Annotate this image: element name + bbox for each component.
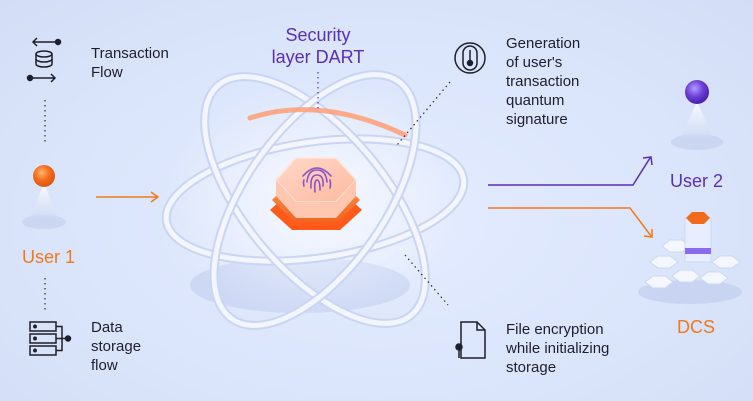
user2-figure xyxy=(671,80,723,150)
fingerprint-icon xyxy=(298,162,336,198)
dcs-label: DCS xyxy=(677,317,716,337)
transaction-flow-icon xyxy=(25,36,63,84)
transaction-flow-label: Transaction Flow xyxy=(91,45,169,81)
security-layer-title: Security layer DART xyxy=(271,25,365,67)
data-storage-flow-label: Data storage flow xyxy=(91,319,142,374)
user2-label: User 2 xyxy=(670,171,724,191)
user2-arrow xyxy=(488,156,653,186)
data-storage-icon xyxy=(28,318,72,362)
dcs-arrow xyxy=(488,207,653,238)
user1-figure xyxy=(22,165,66,229)
user1-label: User 1 xyxy=(22,247,76,267)
security-core xyxy=(270,157,362,230)
encryption-label: File encryption while initializing stora… xyxy=(506,321,610,376)
dcs-storage-cluster xyxy=(638,212,742,304)
signature-label: Generation of user's transaction quantum… xyxy=(506,35,581,128)
document-icon xyxy=(455,320,489,362)
signature-icon xyxy=(452,38,488,78)
atom-rings xyxy=(161,70,469,330)
user1-arrow xyxy=(96,191,160,203)
